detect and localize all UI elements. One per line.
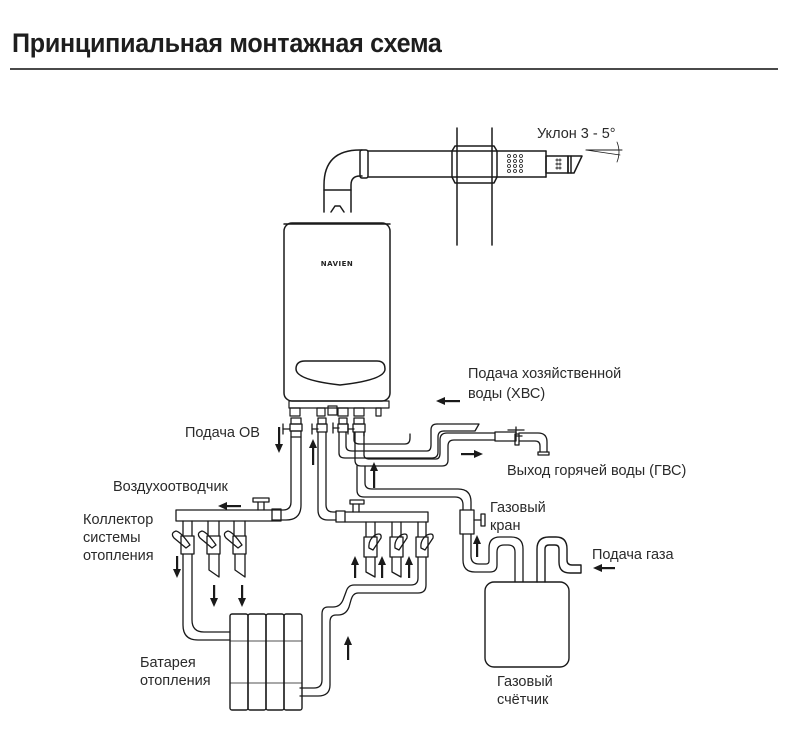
gas-valve-label-2: кран — [490, 518, 521, 534]
arrow-return-up-3 — [405, 556, 413, 578]
arrow-cold-water-in — [436, 397, 460, 405]
air-vent-label: Воздухоотводчик — [113, 479, 228, 495]
gas-meter-label-1: Газовый — [497, 674, 553, 690]
collector-label-1: Коллектор — [83, 512, 154, 528]
radiator-label-2: отопления — [140, 673, 211, 689]
arrow-air-vent — [218, 502, 241, 510]
heating-supply-label: Подача ОВ — [185, 425, 260, 441]
hot-water-tap — [494, 426, 550, 456]
boiler: NAVIEN — [283, 205, 391, 417]
gas-valve-label-1: Газовый — [490, 500, 546, 516]
slope-label: Уклон 3 - 5° — [537, 126, 616, 142]
arrow-return-up-2 — [378, 556, 386, 578]
wall — [456, 127, 493, 246]
arrow-hot-water-out — [461, 450, 483, 458]
collector-label-2: системы — [83, 530, 141, 546]
cold-water-supply-label-1: Подача хозяйственной — [468, 366, 622, 382]
arrow-collector-down-2 — [210, 585, 218, 607]
arrow-heating-return — [309, 439, 317, 465]
hot-water-out-label: Выход горячей воды (ГВС) — [507, 463, 687, 479]
radiator — [229, 613, 303, 711]
arrow-collector-down-1 — [173, 556, 181, 578]
radiator-label-1: Батарея — [140, 655, 196, 671]
collector-label-3: отопления — [83, 548, 154, 564]
arrow-gas-up — [473, 535, 481, 557]
arrow-gas-supply — [593, 564, 615, 572]
gas-valve — [459, 509, 524, 583]
collector-supply — [171, 497, 273, 641]
collector-return — [299, 499, 434, 697]
gas-meter — [484, 536, 582, 668]
page-title: Принципиальная монтажная схема — [12, 28, 442, 58]
arrow-return-up-1 — [351, 556, 359, 578]
flue-pipe — [323, 141, 623, 213]
arrow-cold-water-up — [370, 462, 378, 488]
arrow-radiator-return — [344, 636, 352, 660]
flow-arrows — [173, 397, 615, 660]
gas-meter-label-2: счётчик — [497, 692, 549, 708]
gas-supply-label: Подача газа — [592, 547, 674, 563]
boiler-brand-logo: NAVIEN — [321, 260, 353, 268]
boiler-connections — [271, 417, 496, 523]
arrow-heating-supply — [275, 427, 283, 453]
title-divider — [10, 68, 778, 70]
flue-perforations — [507, 154, 523, 173]
cold-water-supply-label-2: воды (ХВС) — [468, 386, 546, 402]
arrow-collector-down-3 — [238, 585, 246, 607]
